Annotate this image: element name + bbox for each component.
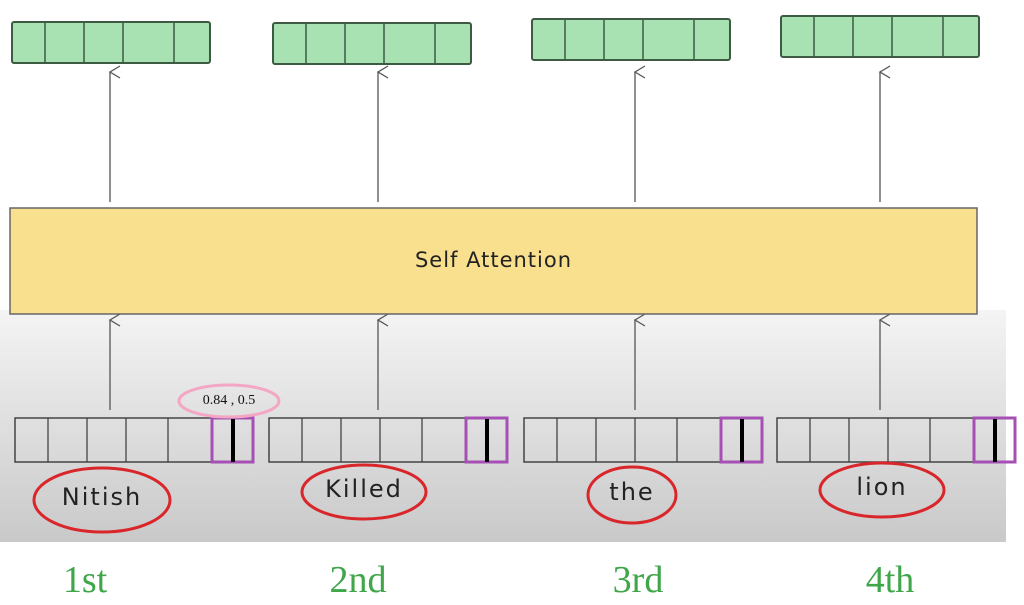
value-ellipse <box>177 383 281 419</box>
position-label: 4th <box>865 559 915 601</box>
word-circle <box>300 463 428 521</box>
word-label: Killed <box>325 475 403 503</box>
word-circle <box>818 461 946 519</box>
position-label: 2nd <box>329 559 387 601</box>
self-attention-label: Self Attention <box>414 248 573 272</box>
output-vector <box>780 15 980 58</box>
input-vector <box>776 416 1017 464</box>
input-vector <box>523 416 764 464</box>
position-label: 1st <box>62 559 108 601</box>
output-vector-box <box>11 21 211 64</box>
word-label: lion <box>856 473 908 501</box>
word-circle <box>586 465 678 525</box>
self-attention-block <box>9 207 978 315</box>
word-circle <box>32 466 172 534</box>
value-annotation: 0.84 , 0.5 <box>202 393 256 408</box>
output-vector-box <box>780 15 980 58</box>
output-vector <box>272 22 472 65</box>
word-label: Nitish <box>61 483 143 511</box>
input-vector <box>268 416 509 464</box>
word-label: the <box>609 478 655 506</box>
output-vector-box <box>531 18 731 61</box>
output-vector-box <box>272 22 472 65</box>
position-label: 3rd <box>612 559 664 601</box>
output-vector <box>531 18 731 61</box>
output-vector <box>11 21 211 64</box>
